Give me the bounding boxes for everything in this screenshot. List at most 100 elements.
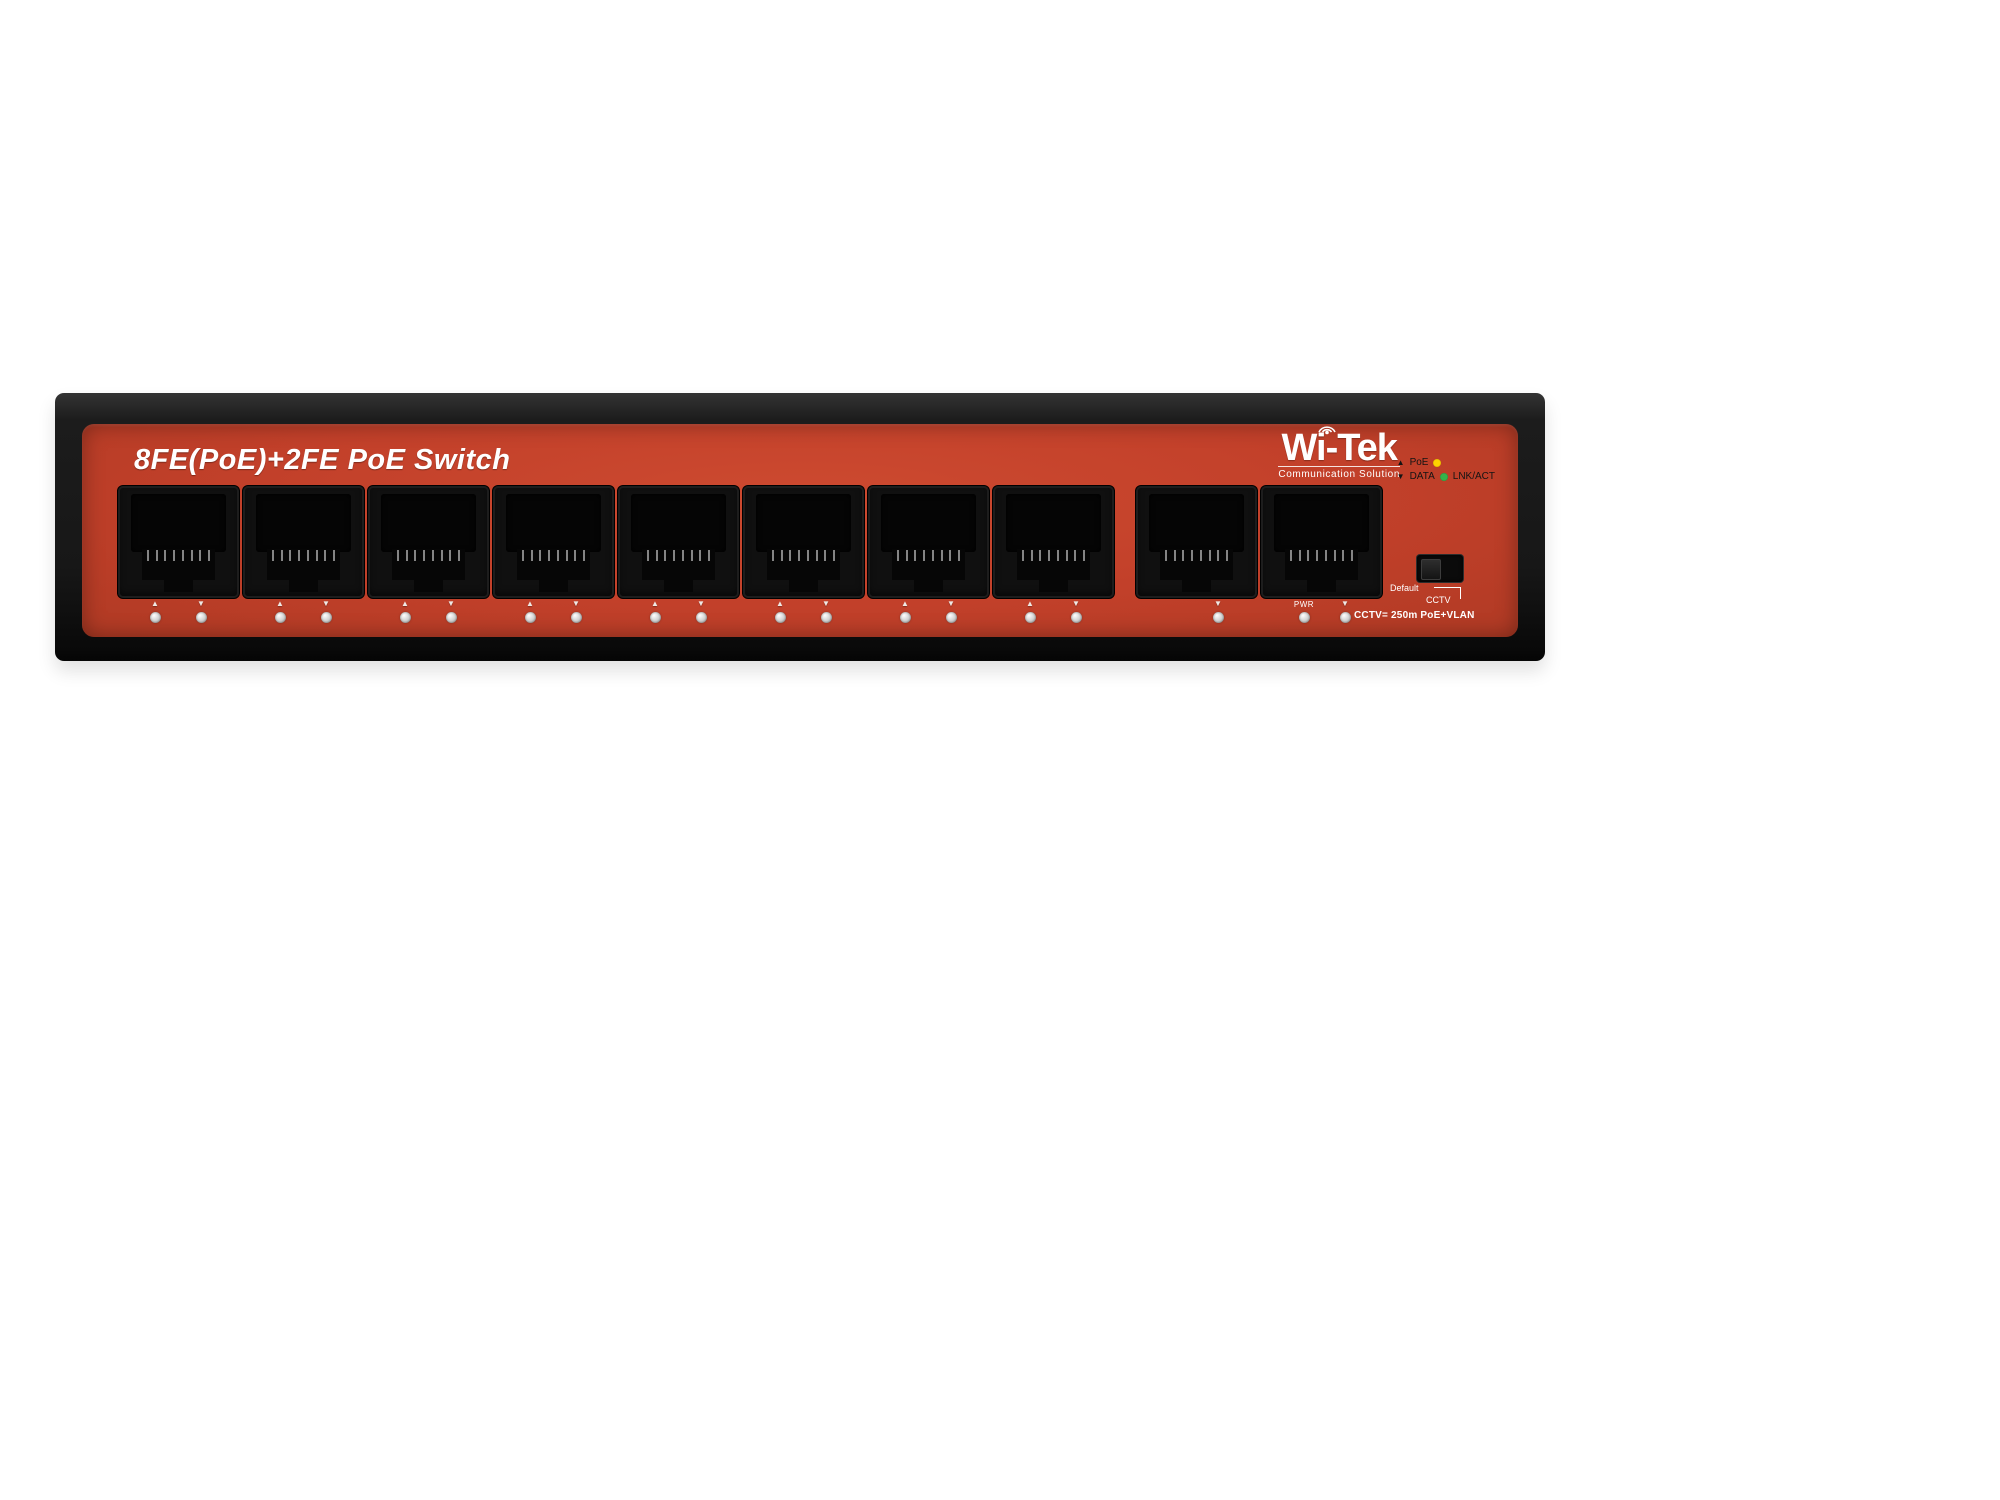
port-pins [897,549,960,561]
port-cavity [631,493,726,553]
led-dot [274,612,286,623]
rj45-port-6[interactable] [743,486,864,598]
port-notch [413,580,444,593]
port-row [82,486,1518,598]
legend-row-data: ▼ DATA LNK/ACT [1397,470,1495,484]
led-dot [945,612,957,623]
port-pins [272,549,335,561]
port-pins [772,549,835,561]
led-dot [445,612,457,623]
led-data-port-3: ▼ [438,600,464,628]
port-pins [397,549,460,561]
legend-poe-label: PoE [1409,457,1429,468]
led-poe-port-8: ▲ [1017,600,1043,628]
rj45-port-3[interactable] [368,486,489,598]
port-cavity [256,493,351,553]
port-cavity-lower [1017,548,1090,581]
led-dot [524,612,536,623]
led-poe-port-7: ▲ [892,600,918,628]
pwr-label: PWR [1293,600,1315,609]
led-dot [195,612,207,623]
product-title: 8FE(PoE)+2FE PoE Switch [134,444,511,476]
led-data-port-1: ▼ [188,600,214,628]
led-dot [399,612,411,623]
led-poe-port-6: ▲ [767,600,793,628]
led-dot [649,612,661,623]
led-poe-port-3: ▲ [392,600,418,628]
led-triangle-icon: ▲ [1026,599,1034,608]
rj45-port-1[interactable] [118,486,239,598]
port-cavity-lower [392,548,465,581]
led-triangle-icon: ▲ [651,599,659,608]
port-cavity-lower [892,548,965,581]
port-pins [1290,549,1353,561]
port-cavity-lower [517,548,590,581]
rj45-port-5[interactable] [618,486,739,598]
brand-tagline: Communication Solution [1278,466,1400,480]
port-notch [288,580,319,593]
led-poe-port-5: ▲ [642,600,668,628]
led-data-port-6: ▼ [813,600,839,628]
port-cavity [1149,493,1244,553]
led-triangle-icon: ▲ [901,599,909,608]
led-data-port-4: ▼ [563,600,589,628]
faceplate: 8FE(PoE)+2FE PoE Switch Wi-Tek Communica… [82,424,1518,637]
led-dot [1024,612,1036,623]
port-cavity [756,493,851,553]
port-cavity-lower [1285,548,1358,581]
mode-default-label: Default [1390,583,1419,593]
poe-led-color-icon [1433,459,1442,467]
led-dot [774,612,786,623]
rj45-port-7[interactable] [868,486,989,598]
led-poe-port-2: ▲ [267,600,293,628]
legend-data-label: DATA [1409,471,1435,482]
led-triangle-icon: ▼ [697,599,705,608]
port-notch [538,580,569,593]
pwr-led: PWR [1287,600,1321,628]
rj45-port-10[interactable] [1261,486,1382,598]
rj45-port-4[interactable] [493,486,614,598]
led-triangle-icon: ▲ [776,599,784,608]
led-triangle-icon: ▲ [276,599,284,608]
port-notch [913,580,944,593]
port-notch [163,580,194,593]
port-notch [788,580,819,593]
port-cavity [506,493,601,553]
rj45-port-9[interactable] [1136,486,1257,598]
mode-slide-switch[interactable] [1417,555,1463,582]
led-triangle-icon: ▼ [822,599,830,608]
led-triangle-icon: ▼ [1341,599,1349,608]
led-data-port-9: ▼ [1205,600,1231,628]
port-cavity [381,493,476,553]
led-triangle-icon: ▼ [1214,599,1222,608]
lnk-led-color-icon [1439,473,1448,481]
led-dot [899,612,911,623]
rj45-port-8[interactable] [993,486,1114,598]
led-dot [320,612,332,623]
led-data-port-2: ▼ [313,600,339,628]
led-dot [695,612,707,623]
port-pins [647,549,710,561]
led-data-port-10: ▼ [1332,600,1358,628]
port-pins [522,549,585,561]
mode-switch-knob[interactable] [1421,559,1441,580]
led-dot [1070,612,1082,623]
led-row: ▲▼▲▼▲▼▲▼▲▼▲▼▲▼▲▼▼▼ [82,600,1518,630]
port-pins [1165,549,1228,561]
port-pins [147,549,210,561]
cctv-footnote: CCTV= 250m PoE+VLAN [1354,610,1475,621]
antenna-icon [1317,426,1336,435]
mode-switch-connector-line [1434,587,1461,599]
port-pins [1022,549,1085,561]
rj45-port-2[interactable] [243,486,364,598]
port-cavity [131,493,226,553]
led-poe-port-4: ▲ [517,600,543,628]
mode-cctv-label: CCTV [1426,595,1451,605]
led-triangle-icon: ▼ [447,599,455,608]
pwr-led-dot [1298,612,1310,623]
port-cavity [1274,493,1369,553]
led-data-port-8: ▼ [1063,600,1089,628]
led-triangle-icon: ▲ [151,599,159,608]
brand-name: Wi-Tek [1281,427,1398,469]
led-triangle-icon: ▲ [401,599,409,608]
